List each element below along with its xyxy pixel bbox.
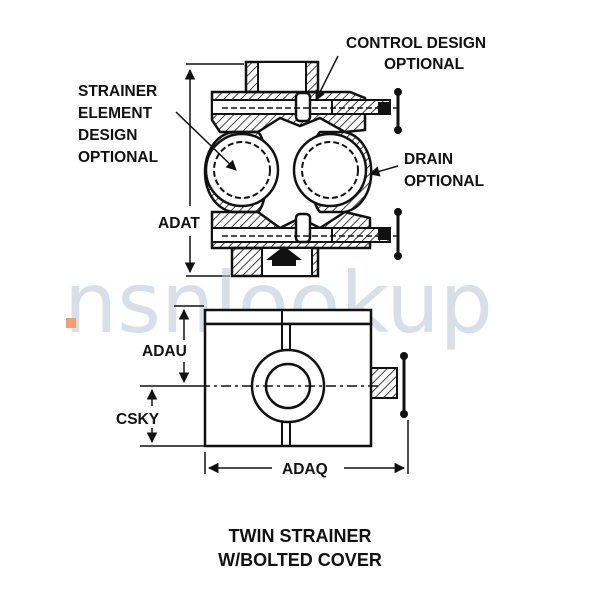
drain-label-line1: DRAIN — [404, 151, 453, 168]
right-chamber — [292, 132, 368, 208]
title-line2: W/BOLTED COVER — [218, 550, 382, 570]
control-optional-label: OPTIONAL — [384, 56, 464, 73]
title-line1: TWIN STRAINER — [229, 526, 372, 546]
dimension-csky: CSKY — [116, 411, 160, 428]
elevation-view — [140, 305, 409, 474]
section-view — [175, 55, 402, 278]
strainer-label-line2: ELEMENT — [78, 105, 153, 122]
strainer-leader — [175, 111, 237, 171]
strainer-element-right — [301, 141, 359, 199]
labels: CONTROL DESIGN OPTIONAL STRAINER ELEMENT… — [78, 35, 486, 570]
drain-label-line2: OPTIONAL — [404, 173, 484, 190]
drain-leader — [368, 165, 399, 177]
watermark-dot — [66, 318, 76, 328]
left-chamber — [204, 132, 280, 208]
strainer-body — [203, 322, 373, 448]
dimension-adau: ADAU — [142, 343, 187, 360]
strainer-label-line3: DESIGN — [78, 127, 137, 144]
strainer-element-left — [213, 141, 271, 199]
control-design-label: CONTROL DESIGN — [346, 35, 486, 52]
control-leader — [315, 55, 339, 101]
dimension-adat: ADAT — [158, 215, 200, 232]
dimension-adaq: ADAQ — [282, 461, 328, 478]
strainer-label-line1: STRAINER — [78, 83, 157, 100]
strainer-label-line4: OPTIONAL — [78, 149, 158, 166]
flow-arrow-icon — [266, 246, 302, 266]
